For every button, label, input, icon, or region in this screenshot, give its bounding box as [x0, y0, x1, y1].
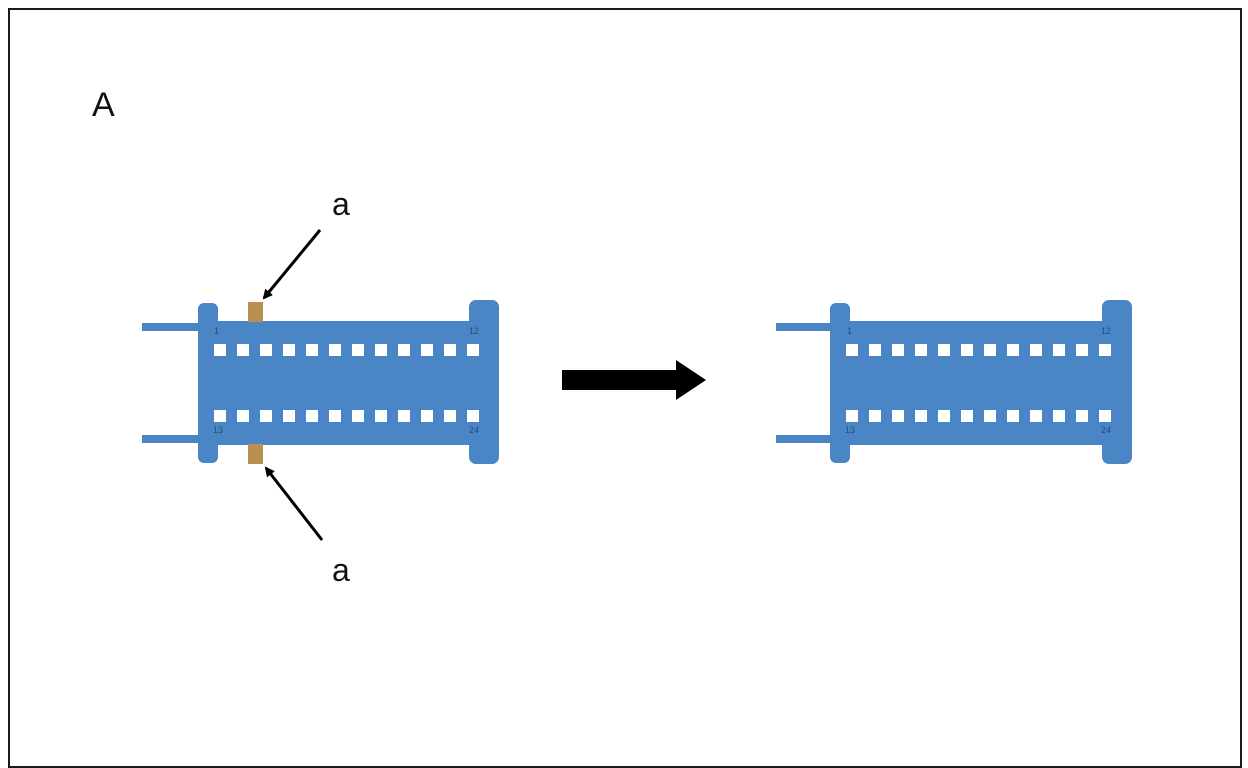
callout-arrow-top	[262, 229, 322, 300]
callout-label-top: a	[332, 186, 350, 222]
terminal-row-top	[846, 344, 1111, 356]
pin-label: 1	[214, 326, 219, 336]
pin-label: 1	[847, 326, 852, 336]
wire-bottom	[776, 435, 836, 443]
panel-label: A	[92, 86, 115, 124]
pin-label: 12	[1101, 326, 1111, 336]
right-flange	[469, 300, 499, 464]
right-flange	[1102, 300, 1132, 464]
terminal-row-bottom	[214, 410, 479, 422]
terminal-row-top	[214, 344, 479, 356]
right-arrow-icon	[562, 360, 706, 400]
pin-label: 12	[469, 326, 479, 336]
callout-arrow-bottom	[264, 466, 324, 541]
pin-label: 13	[213, 425, 223, 435]
pin-label: 13	[845, 425, 855, 435]
wire-bottom	[142, 435, 202, 443]
connector-after: 1 12 13 24	[776, 300, 1132, 464]
lock-tab-bottom	[248, 444, 263, 464]
connector-before: 1 12 13 24	[142, 300, 499, 464]
callout-label-bottom: a	[332, 552, 350, 588]
lock-tab-top	[248, 302, 263, 322]
pin-label: 24	[1101, 425, 1111, 435]
terminal-row-bottom	[846, 410, 1111, 422]
wire-top	[142, 323, 202, 331]
connector-body	[842, 321, 1122, 445]
connector-body	[210, 321, 490, 445]
pin-label: 24	[469, 425, 479, 435]
wire-top	[776, 323, 836, 331]
